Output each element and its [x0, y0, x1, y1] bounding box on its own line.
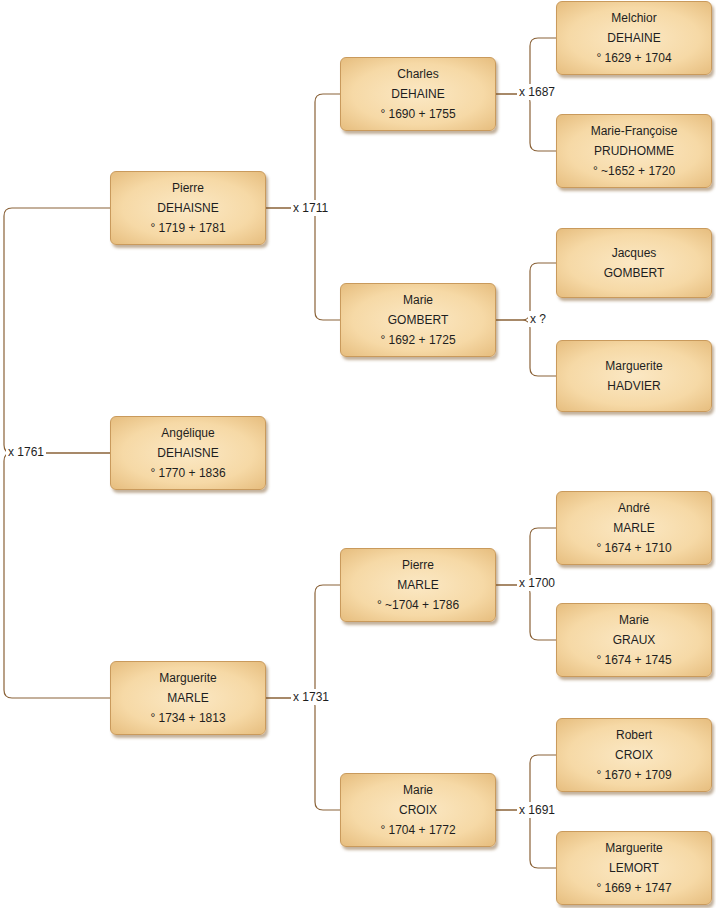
person-box: AndréMARLE° 1674 + 1710 [556, 491, 712, 565]
family-connector [496, 320, 556, 376]
first-name: Marguerite [159, 668, 216, 688]
marriage-label: x 1691 [517, 802, 557, 818]
surname: GOMBERT [604, 263, 664, 283]
life-dates: ° 1674 + 1745 [596, 650, 671, 670]
first-name: Robert [616, 725, 652, 745]
surname: DEHAINE [607, 28, 660, 48]
surname: PRUDHOMME [594, 141, 674, 161]
surname: MARLE [613, 518, 654, 538]
marriage-label: x 1711 [291, 200, 330, 216]
person-box: PierreDEHAISNE° 1719 + 1781 [110, 171, 266, 245]
surname: MARLE [167, 688, 208, 708]
first-name: Pierre [402, 555, 434, 575]
person-box: AngéliqueDEHAISNE° 1770 + 1836 [110, 416, 266, 490]
first-name: Marie-Françoise [591, 121, 678, 141]
person-box: CharlesDEHAINE° 1690 + 1755 [340, 57, 496, 131]
first-name: Marie [619, 610, 649, 630]
family-connector [266, 585, 340, 698]
first-name: Melchior [611, 8, 656, 28]
first-name: Marie [403, 780, 433, 800]
life-dates: ° 1629 + 1704 [596, 48, 671, 68]
life-dates: ° 1692 + 1725 [380, 330, 455, 350]
person-box: RobertCROIX° 1670 + 1709 [556, 718, 712, 792]
surname: DEHAINE [391, 84, 444, 104]
person-box: Marie-FrançoisePRUDHOMME° ~1652 + 1720 [556, 114, 712, 188]
life-dates: ° ~1652 + 1720 [593, 161, 675, 181]
surname: DEHAISNE [157, 443, 218, 463]
life-dates: ° 1669 + 1747 [596, 878, 671, 898]
marriage-label: x 1761 [6, 444, 46, 460]
surname: DEHAISNE [157, 198, 218, 218]
life-dates: ° 1690 + 1755 [380, 104, 455, 124]
life-dates: ° 1770 + 1836 [150, 463, 225, 483]
family-connector [496, 94, 556, 151]
surname: HADVIER [607, 376, 660, 396]
life-dates: ° 1674 + 1710 [596, 538, 671, 558]
first-name: Charles [397, 64, 438, 84]
person-box: MarieCROIX° 1704 + 1772 [340, 773, 496, 847]
marriage-label: x ? [528, 311, 548, 327]
family-connector [4, 453, 110, 698]
marriage-label: x 1700 [517, 575, 557, 591]
surname: LEMORT [609, 858, 659, 878]
person-box: MargueriteMARLE° 1734 + 1813 [110, 661, 266, 735]
first-name: Jacques [612, 243, 657, 263]
first-name: Angélique [161, 423, 214, 443]
surname: MARLE [397, 575, 438, 595]
first-name: Pierre [172, 178, 204, 198]
person-box: MargueriteLEMORT° 1669 + 1747 [556, 831, 712, 905]
person-box: MarieGOMBERT° 1692 + 1725 [340, 283, 496, 357]
person-box: JacquesGOMBERT [556, 228, 712, 298]
family-connector [266, 698, 340, 810]
person-box: MargueriteHADVIER [556, 340, 712, 412]
marriage-label: x 1731 [291, 689, 331, 705]
life-dates: ° 1719 + 1781 [150, 218, 225, 238]
first-name: Marguerite [605, 838, 662, 858]
life-dates: ° ~1704 + 1786 [377, 595, 459, 615]
first-name: Marie [403, 290, 433, 310]
surname: CROIX [615, 745, 653, 765]
person-box: PierreMARLE° ~1704 + 1786 [340, 548, 496, 622]
life-dates: ° 1704 + 1772 [380, 820, 455, 840]
person-box: MelchiorDEHAINE° 1629 + 1704 [556, 1, 712, 75]
person-box: MarieGRAUX° 1674 + 1745 [556, 603, 712, 677]
surname: GOMBERT [388, 310, 448, 330]
marriage-label: x 1687 [517, 84, 557, 100]
family-connector [266, 94, 340, 208]
family-connector [4, 208, 110, 453]
surname: CROIX [399, 800, 437, 820]
first-name: Marguerite [605, 356, 662, 376]
family-connector [496, 810, 556, 868]
life-dates: ° 1670 + 1709 [596, 765, 671, 785]
family-connector [266, 208, 340, 320]
surname: GRAUX [613, 630, 656, 650]
first-name: André [618, 498, 650, 518]
life-dates: ° 1734 + 1813 [150, 708, 225, 728]
family-connector [496, 585, 556, 640]
